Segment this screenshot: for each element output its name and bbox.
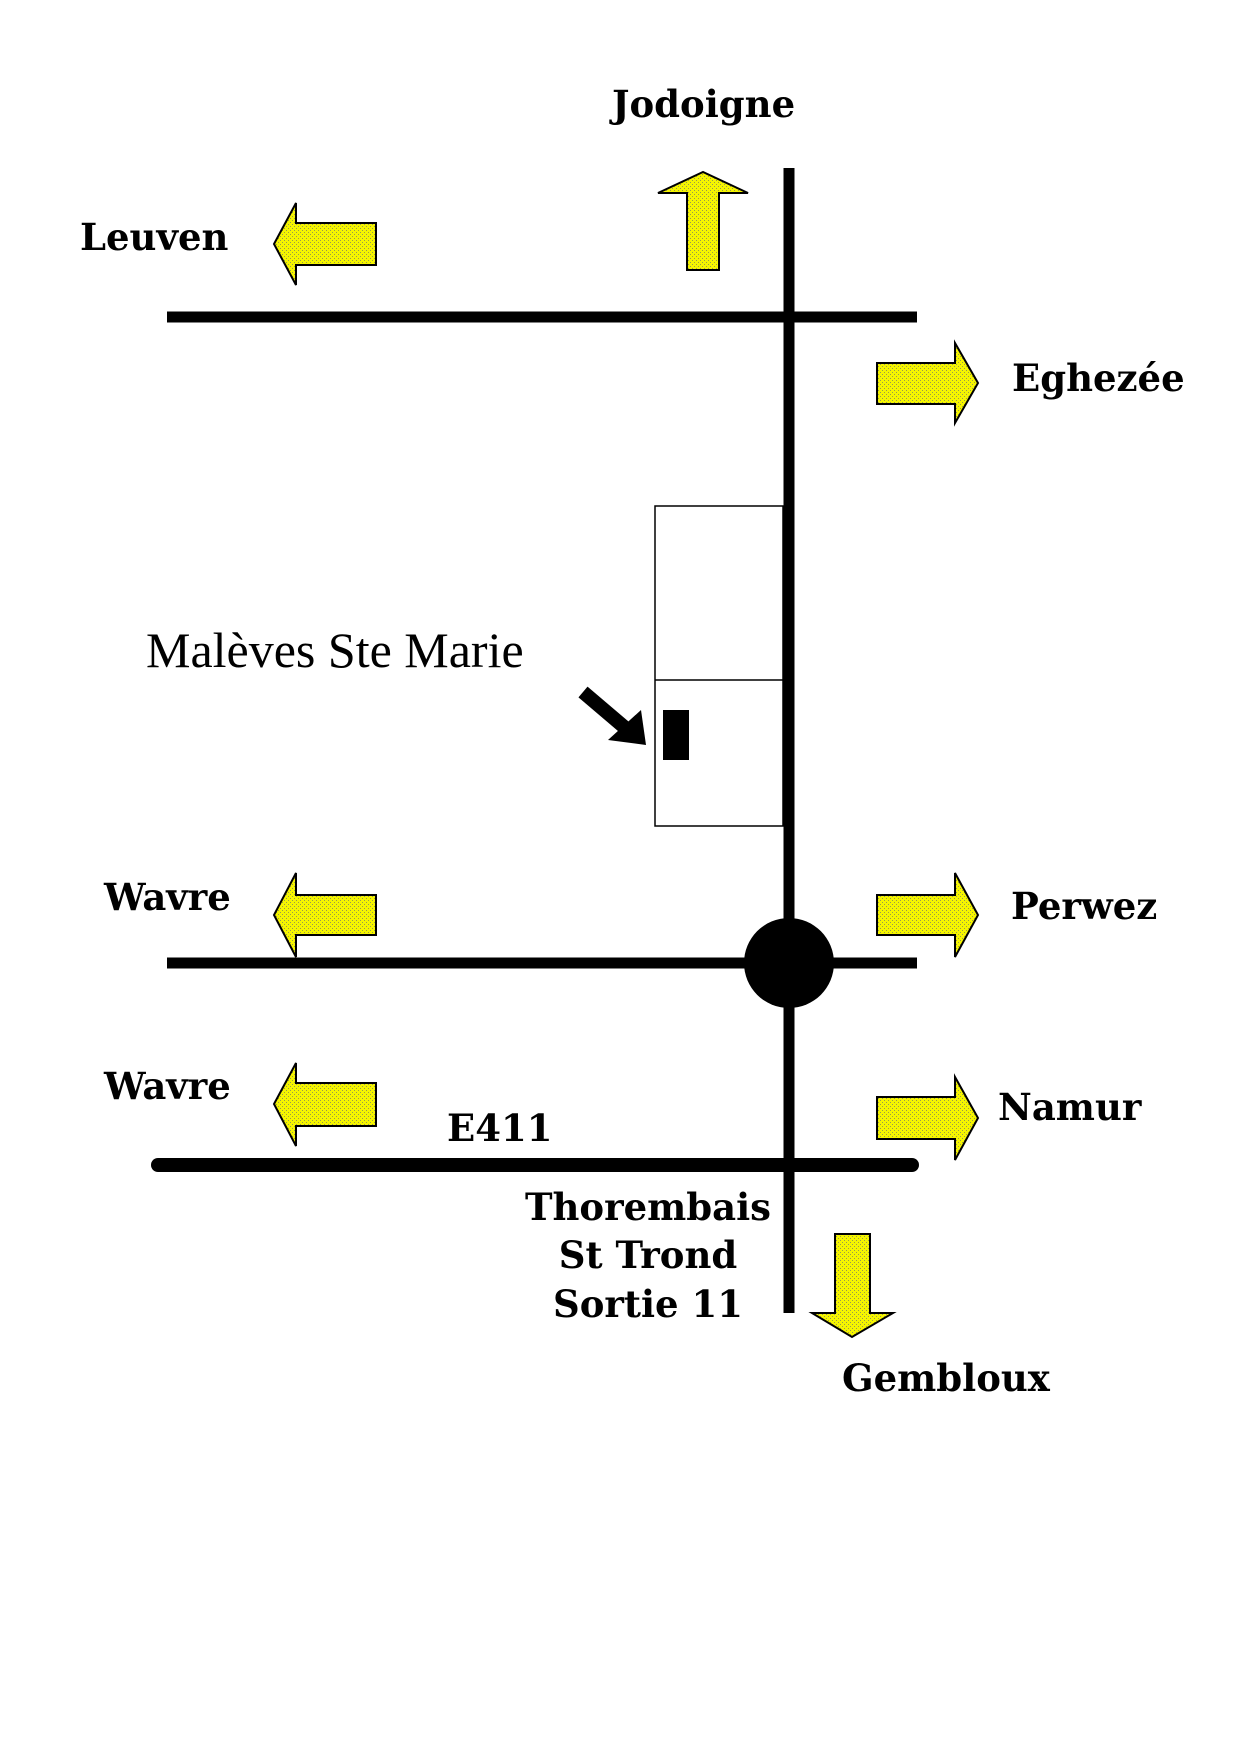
label-wavre-north: Wavre [103,875,231,919]
arrow-left-icon [272,202,377,286]
label-exit-line2: St Trond [559,1233,737,1277]
label-eghezee: Eghezée [1012,356,1185,400]
arrow-right-icon [876,339,980,427]
village-outline [654,505,784,827]
label-wavre-south: Wavre [103,1064,231,1108]
arrow-down-icon [808,1233,897,1339]
label-perwez: Perwez [1011,884,1157,928]
label-exit-line3: Sortie 11 [553,1282,743,1326]
label-namur: Namur [998,1085,1142,1129]
arrow-left-icon [272,872,377,958]
arrow-up-icon [657,170,749,271]
arrow-right-icon [876,872,980,958]
arrow-right-icon [876,1073,980,1161]
label-highway: E411 [447,1106,552,1150]
label-exit-line1: Thorembais [525,1185,771,1229]
label-gembloux: Gembloux [842,1356,1051,1400]
pointer-arrow-icon [578,686,646,745]
label-jodoigne: Jodoigne [609,82,795,126]
destination-marker [663,710,689,760]
label-leuven: Leuven [80,215,228,259]
arrow-left-icon [272,1062,377,1147]
label-village: Malèves Ste Marie [146,622,524,678]
roundabout [744,918,834,1008]
